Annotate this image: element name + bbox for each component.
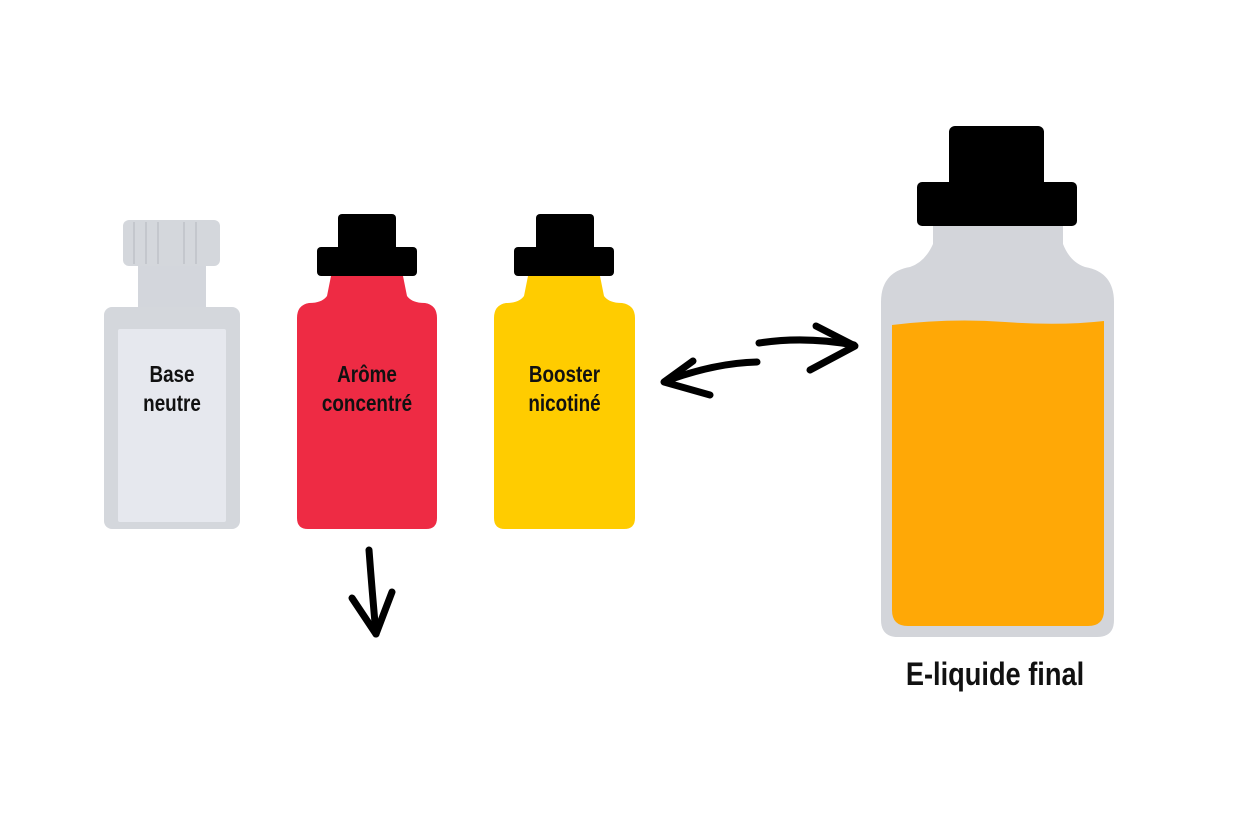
arome-label-line2: concentré xyxy=(321,390,413,416)
final-bottle-label: E-liquide final xyxy=(905,656,1085,692)
arome-bottle-body xyxy=(297,276,437,529)
base-bottle-label: Base neutre xyxy=(123,360,221,418)
arome-bottle-cap-top xyxy=(338,214,396,254)
base-bottle-label-area xyxy=(118,329,226,522)
booster-label-line1: Booster xyxy=(528,361,601,387)
final-bottle-cap xyxy=(917,182,1077,226)
final-bottle-cap-top xyxy=(949,126,1044,196)
booster-bottle-label: Booster nicotiné xyxy=(507,360,623,418)
booster-label-line2: nicotiné xyxy=(528,390,601,416)
arrow-double xyxy=(660,322,859,399)
base-label-line1: Base xyxy=(149,361,195,387)
booster-bottle-body xyxy=(494,276,635,529)
arome-bottle-cap xyxy=(317,247,417,276)
final-bottle xyxy=(881,126,1114,637)
arome-bottle-label: Arôme concentré xyxy=(310,360,425,418)
arrow-down xyxy=(348,546,396,638)
base-bottle xyxy=(104,220,240,529)
base-label-line2: neutre xyxy=(143,390,201,416)
arome-bottle xyxy=(297,214,437,529)
booster-bottle-cap xyxy=(514,247,614,276)
base-bottle-cap xyxy=(123,220,220,266)
booster-bottle-cap-top xyxy=(536,214,594,254)
arome-label-line1: Arôme xyxy=(337,361,397,387)
booster-bottle xyxy=(494,214,635,529)
final-bottle-liquid xyxy=(892,320,1104,626)
